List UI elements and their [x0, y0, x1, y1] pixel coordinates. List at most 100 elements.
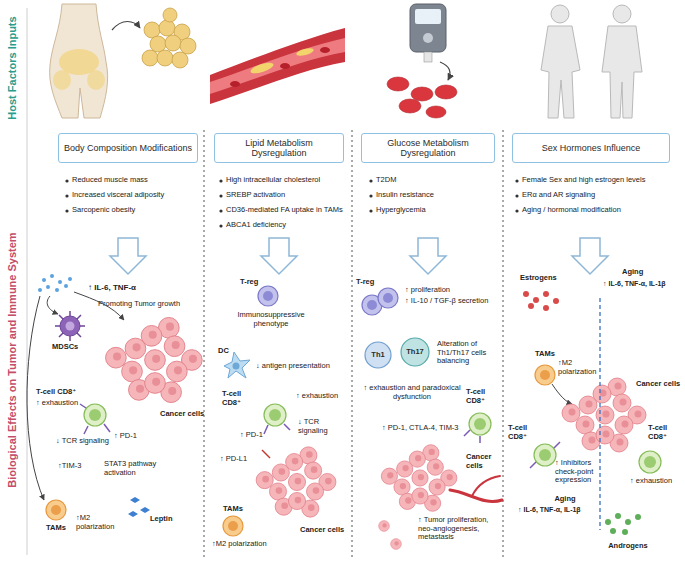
blood-vessel [249, 60, 274, 75]
body-silhouette [50, 4, 108, 118]
person-silhouette [541, 26, 580, 118]
cell-circle: Th1 [364, 341, 392, 369]
bullet-dot [219, 179, 222, 182]
annotation-label: ↓ antigen presentation [256, 362, 348, 371]
bullet-item: Reduced muscle mass [72, 176, 200, 185]
annotation-label: ↑M2 polarization [212, 540, 292, 549]
t-cell [469, 413, 491, 435]
dendritic-cell [224, 352, 250, 378]
cytokine-dots [42, 278, 46, 282]
receptor [262, 450, 270, 458]
glucometer [410, 4, 446, 52]
tumor-cluster [381, 445, 457, 512]
cytokine-dots [55, 288, 59, 292]
annotation-label: STAT3 pathway activation [104, 460, 166, 477]
person-silhouette [613, 5, 631, 23]
annotation-label: ↑ IL-6, TNF-α, IL-1β [518, 506, 600, 514]
mdsc-cell [66, 322, 75, 331]
section-title: Host Factors Inputs [6, 0, 20, 138]
treg-cell [378, 288, 398, 308]
blood-vessel [296, 47, 315, 57]
dendritic-cell [224, 352, 250, 378]
red-blood-cells [399, 99, 421, 113]
dendritic-cell [233, 363, 240, 370]
pointer-arrow [27, 296, 44, 500]
annotation-label: ↑ IL-6, TNF-α [88, 283, 178, 292]
bullet-item: ERα and AR signaling [522, 191, 680, 200]
bullet-item: Sarcopenic obesity [72, 206, 200, 215]
annotation-label: Cancer cells [300, 526, 350, 535]
mdsc-cell [60, 316, 80, 336]
pointer-arrow [440, 62, 450, 80]
annotation-label: ↑ PD-L1 [220, 455, 260, 464]
receptor [264, 424, 290, 434]
cytokine-dots [38, 288, 42, 292]
column-divider [204, 130, 205, 558]
mdsc-cell [55, 311, 85, 341]
bullet-item: Hyperglycemia [376, 206, 500, 215]
annotation-label: TAMs [38, 524, 74, 533]
annotation-label: Androgens [598, 542, 658, 551]
column-divider [352, 130, 353, 558]
receptor [464, 430, 480, 443]
bullet-dot [515, 179, 518, 182]
pointer-arrow [112, 22, 140, 31]
cell-outline [365, 342, 391, 368]
cytokine-dots [38, 274, 72, 292]
glucometer [423, 33, 433, 43]
blood-vessel [210, 38, 345, 94]
red-blood-cells [387, 77, 457, 118]
blood-vessel [230, 81, 240, 87]
annotation-label: MDSCs [52, 343, 92, 352]
adipocyte-cluster [165, 35, 181, 51]
annotation-label: ↑M2 polarization [558, 359, 602, 376]
receptor [80, 404, 110, 434]
macrophage-cell [46, 500, 66, 520]
adipocyte-cluster [180, 38, 196, 54]
box-heading: Lipid Metabolism Dysregulation [219, 138, 339, 159]
blood-vessel [280, 63, 290, 69]
adipocyte-cluster [142, 50, 158, 66]
annotation-label: ↑ IL-10 / TGF-β secretion [405, 297, 503, 306]
tumor-cluster [562, 378, 646, 452]
adipocyte-cluster [159, 20, 175, 36]
annotation-label: T-cell CD8⁺ [36, 388, 96, 397]
cytokine-dots [46, 285, 50, 289]
red-blood-cells [411, 87, 433, 101]
annotation-label: Promoting Tumor growth [98, 300, 202, 309]
blood-vessel [210, 28, 345, 104]
annotation-label: T-reg [356, 278, 386, 287]
bullet-item: High intracellular cholesterol [226, 176, 350, 185]
glucometer [410, 4, 446, 62]
body-silhouette [53, 70, 71, 90]
divider-line [599, 298, 600, 530]
estrogen-dots [533, 297, 539, 303]
body-silhouette [87, 70, 105, 90]
neo-vessel [450, 476, 502, 501]
column-divider [503, 130, 504, 558]
estrogen-dots [553, 298, 559, 304]
annotation-label: ↑ proliferation [405, 286, 500, 295]
person-silhouette [541, 5, 642, 118]
annotation-label: ↑ exhaustion [296, 392, 350, 401]
block-arrow [110, 238, 146, 274]
adipocyte-cluster [157, 50, 173, 66]
annotation-label: ↑ PD-1 [114, 432, 154, 441]
bullet-dot [219, 194, 222, 197]
annotation-label: Alteration of Th1/Th17 cells balancing [437, 340, 502, 366]
person-silhouette [551, 5, 569, 23]
annotation-label: ↑ Inhibitors check-point expression [555, 459, 599, 485]
person-silhouette [602, 26, 642, 118]
annotation-label: ↑ PD-1 [240, 431, 276, 440]
tumor-cluster [256, 447, 336, 517]
pointer-arrow [552, 384, 572, 404]
annotation-label: TAMs [528, 350, 562, 359]
annotation-label: Estrogens [520, 274, 572, 283]
section-title: Biological Effects on Tumor and Immune S… [6, 170, 20, 550]
adipocyte-cluster [163, 8, 177, 22]
bullet-item: CD36-mediated FA uptake in TAMs [226, 206, 350, 215]
androgen-dots [625, 519, 631, 525]
bullet-item: Aging / hormonal modification [522, 206, 680, 215]
cell-label: Th17 [406, 348, 424, 357]
